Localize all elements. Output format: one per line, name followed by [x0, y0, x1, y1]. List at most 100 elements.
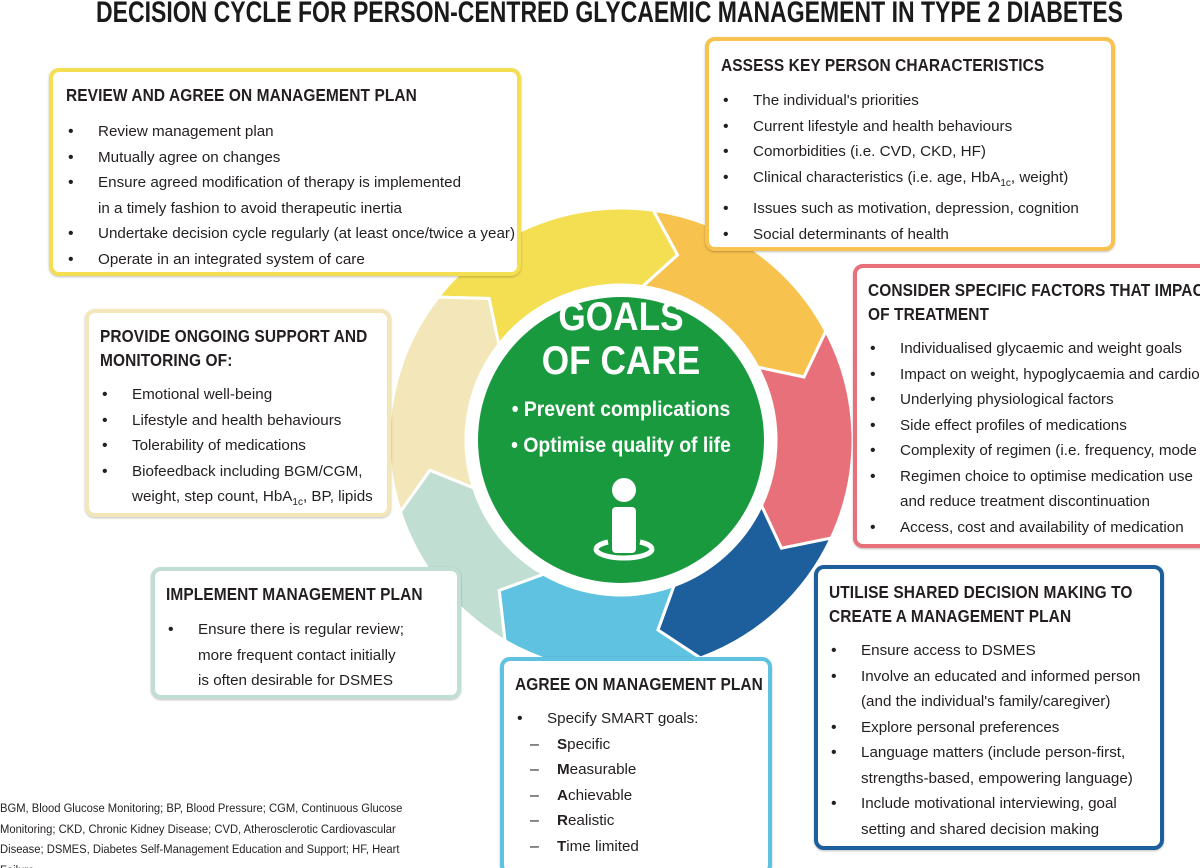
abbreviations-footnote: BGM, Blood Glucose Monitoring; BP, Blood…	[0, 801, 403, 868]
list-item: Impact on weight, hypoglycaemia and card…	[868, 362, 1200, 388]
subscript: 1c	[1000, 177, 1011, 189]
list-item: Issues such as motivation, depression, c…	[721, 196, 1111, 222]
list-item: Include motivational interviewing, goal s…	[829, 791, 1160, 842]
list-item: Involve an educated and informed person (…	[829, 664, 1160, 715]
list-item: Side effect profiles of medications	[868, 413, 1200, 439]
list-item: Ensure agreed modification of therapy is…	[66, 170, 517, 221]
item-text: Comorbidities (i.e. CVD, CKD, HF)	[753, 143, 986, 160]
assess-list: The individual's priorities Current life…	[721, 88, 1111, 247]
smart-item-measurable: Measurable	[515, 757, 768, 783]
smart-rest: pecific	[567, 735, 611, 753]
item-text: Involve an educated and informed person	[861, 667, 1141, 685]
item-text-cont: strengths-based, empowering language)	[861, 769, 1133, 787]
goal-prevent-complications: • Prevent complications	[511, 397, 731, 421]
item-text: Issues such as motivation, depression, c…	[753, 200, 1079, 218]
item-text: Access, cost and availability of medicat…	[900, 518, 1184, 536]
list-item: Ensure there is regular review;more freq…	[166, 617, 457, 694]
item-text: Underlying physiological factors	[900, 391, 1114, 408]
list-item: Review management plan	[66, 119, 517, 145]
agree-heading: AGREE ON MANAGEMENT PLAN	[515, 674, 763, 694]
shared-heading-line2: CREATE A MANAGEMENT PLAN	[829, 606, 1072, 626]
implement-plan-box: IMPLEMENT MANAGEMENT PLAN Ensure there i…	[151, 567, 461, 699]
item-text: Undertake decision cycle regularly (at l…	[98, 225, 516, 242]
list-item: Individualised glycaemic and weight goal…	[868, 336, 1200, 362]
list-item: Ensure access to DSMES	[829, 638, 1160, 664]
shared-list: Ensure access to DSMES Involve an educat…	[829, 638, 1160, 842]
item-text: Side effect profiles of medications	[900, 416, 1127, 434]
smart-rest: ealistic	[567, 812, 615, 829]
review-heading: REVIEW AND AGREE ON MANAGEMENT PLAN	[66, 85, 417, 105]
subscript: 1c	[292, 497, 303, 509]
list-item: Clinical characteristics (i.e. age, HbA1…	[721, 165, 1111, 197]
item-text-part: weight, step count, HbA	[132, 488, 293, 505]
item-text-end: , weight)	[1010, 168, 1069, 186]
smart-letter: T	[557, 837, 567, 855]
item-text-cont: setting and shared decision making	[861, 820, 1100, 838]
support-list: Emotional well-being Lifestyle and healt…	[100, 382, 387, 516]
assess-characteristics-box: ASSESS KEY PERSON CHARACTERISTICS The in…	[705, 37, 1115, 251]
list-item: Biofeedback including BGM/CGM,weight, st…	[100, 459, 387, 516]
consider-factors-box: CONSIDER SPECIFIC FACTORS THAT IMPACT CH…	[853, 264, 1200, 548]
implement-list: Ensure there is regular review;more freq…	[166, 617, 457, 694]
item-text: Ensure agreed modification of therapy is…	[98, 174, 462, 191]
item-text: Operate in an integrated system of care	[98, 250, 365, 268]
smart-letter: S	[557, 735, 568, 753]
item-text-cont: weight, step count, HbA1c, BP, lipids	[132, 484, 387, 516]
smart-item-realistic: Realistic	[515, 808, 768, 834]
goals-title: GOALS OF CARE	[486, 295, 755, 383]
list-item: Language matters (include person-first, s…	[829, 740, 1160, 791]
support-heading-line2: MONITORING OF:	[100, 350, 233, 370]
item-text: Clinical characteristics (i.e. age, HbA	[753, 168, 1001, 186]
item-text: Explore personal preferences	[861, 718, 1060, 736]
item-text-end: , BP, lipids	[302, 488, 373, 505]
item-text: Tolerability of medications	[132, 437, 306, 454]
goals-circle-shape	[471, 290, 771, 590]
item-text: The individual's priorities	[753, 92, 919, 109]
smart-rest: ime limited	[566, 837, 639, 855]
list-item: The individual's priorities	[721, 88, 1111, 114]
smart-item-specific: Specific	[515, 732, 768, 758]
item-text: Regimen choice to optimise medication us…	[900, 467, 1193, 485]
goals-of-care-circle: GOALS OF CARE • Prevent complications • …	[468, 287, 774, 593]
smart-letter: A	[557, 786, 568, 804]
item-text: Include motivational interviewing, goal	[861, 795, 1117, 812]
shared-decision-box: UTILISE SHARED DECISION MAKING TO CREATE…	[814, 565, 1164, 850]
item-text: Impact on weight, hypoglycaemia and card…	[900, 365, 1200, 383]
item-text: Lifestyle and health behaviours	[132, 411, 342, 429]
item-text-cont: (and the individual's family/caregiver)	[861, 693, 1111, 710]
agree-plan-box: AGREE ON MANAGEMENT PLAN Specify SMART g…	[500, 657, 772, 868]
item-text: Language matters (include person-first,	[861, 744, 1126, 761]
list-item: Operate in an integrated system of care	[66, 247, 517, 273]
item-text-cont: and reduce treatment discontinuation	[900, 493, 1150, 510]
list-item: Access, cost and availability of medicat…	[868, 515, 1200, 541]
item-text: Review management plan	[98, 123, 274, 140]
smart-rest: easurable	[569, 761, 637, 778]
smart-item-achievable: Achievable	[515, 783, 768, 809]
item-text: Ensure access to DSMES	[861, 642, 1036, 659]
consider-heading-line1: CONSIDER SPECIFIC FACTORS THAT IMPACT CH…	[868, 280, 1200, 300]
item-text-cont: in a timely fashion to avoid therapeutic…	[98, 199, 402, 217]
list-item: Comorbidities (i.e. CVD, CKD, HF)	[721, 139, 1111, 165]
goals-title-line1: GOALS	[558, 295, 684, 339]
goal-optimise-quality: • Optimise quality of life	[511, 433, 731, 457]
ongoing-support-box: PROVIDE ONGOING SUPPORT AND MONITORING O…	[85, 309, 391, 517]
list-item: Complexity of regimen (i.e. frequency, m…	[868, 438, 1200, 464]
list-item: Lifestyle and health behaviours	[100, 408, 387, 434]
list-item: Underlying physiological factors	[868, 387, 1200, 413]
agree-list: Specify SMART goals: Specific Measurable…	[515, 706, 768, 859]
person-icon	[593, 478, 655, 561]
item-text-cont: more frequent contact initially	[198, 646, 396, 664]
assess-heading: ASSESS KEY PERSON CHARACTERISTICS	[721, 55, 1045, 75]
support-heading-line1: PROVIDE ONGOING SUPPORT AND	[100, 326, 368, 346]
list-item: Regimen choice to optimise medication us…	[868, 464, 1200, 515]
smart-letter: R	[557, 812, 568, 829]
smart-rest: chievable	[567, 786, 633, 804]
list-item: Undertake decision cycle regularly (at l…	[66, 221, 517, 247]
review-plan-box: REVIEW AND AGREE ON MANAGEMENT PLAN Revi…	[49, 68, 521, 276]
smart-letter: M	[557, 761, 570, 778]
shared-heading-line1: UTILISE SHARED DECISION MAKING TO	[829, 582, 1133, 602]
item-text: Current lifestyle and health behaviours	[753, 117, 1013, 135]
item-text-cont: is often desirable for DSMES	[198, 672, 393, 689]
